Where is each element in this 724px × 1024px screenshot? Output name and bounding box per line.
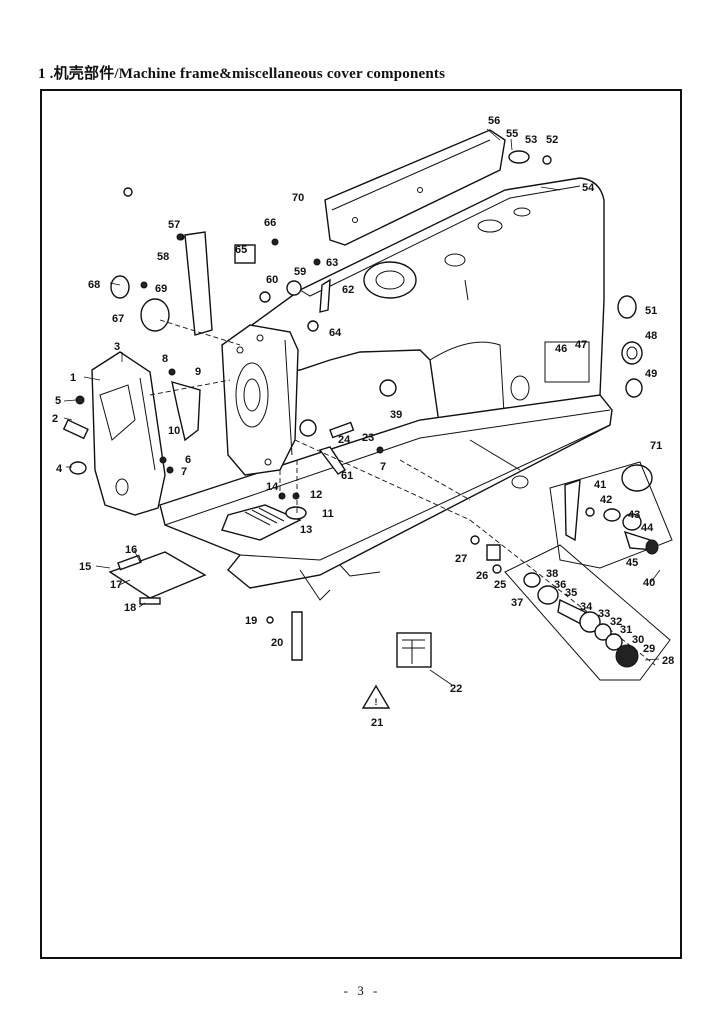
- callout-35: 35: [565, 587, 577, 599]
- callout-leaders: [63, 128, 661, 686]
- callout-25: 25: [494, 579, 506, 591]
- oil-window: [363, 261, 417, 299]
- callout-10: 10: [168, 425, 180, 437]
- callout-22: 22: [450, 683, 462, 695]
- callout-39: 39: [390, 409, 402, 421]
- warning-triangle-icon: !: [361, 684, 391, 709]
- callout-47: 47: [575, 339, 587, 351]
- callout-62: 62: [342, 284, 354, 296]
- callout-65: 65: [235, 244, 247, 256]
- face-plate: [91, 351, 166, 516]
- callout-66: 66: [264, 217, 276, 229]
- callout-54: 54: [582, 182, 595, 194]
- diagram-frame: [40, 89, 682, 959]
- callout-19: 19: [245, 615, 257, 627]
- misc-small-parts: [62, 150, 552, 661]
- callout-53: 53: [525, 134, 537, 146]
- exploded-parts-diagram: ! 1 3 2 5 4 6 7 7 8: [52, 115, 674, 729]
- bobbin-winder-parts: [110, 231, 213, 336]
- callout-34: 34: [580, 601, 593, 613]
- callout-27: 27: [455, 553, 467, 565]
- callout-40: 40: [643, 577, 655, 589]
- callout-20: 20: [271, 637, 283, 649]
- callout-32: 32: [610, 616, 622, 628]
- callout-29: 29: [643, 643, 655, 655]
- callout-2: 2: [52, 413, 58, 425]
- handwheel-side-parts: [617, 295, 653, 492]
- callout-68: 68: [88, 279, 100, 291]
- callout-60: 60: [266, 274, 278, 286]
- callout-37: 37: [511, 597, 523, 609]
- page-title: 1 .机壳部件/Machine frame&miscellaneous cove…: [38, 66, 446, 82]
- callout-63: 63: [326, 257, 338, 269]
- callout-1: 1: [70, 372, 76, 384]
- callout-8: 8: [162, 353, 168, 365]
- machine-arm-body: [244, 177, 605, 441]
- callout-30: 30: [632, 634, 644, 646]
- callout-46: 46: [555, 343, 567, 355]
- callout-43: 43: [628, 509, 640, 521]
- callout-48: 48: [645, 330, 657, 342]
- callout-42: 42: [600, 494, 612, 506]
- top-cover-plate: [324, 129, 506, 246]
- callout-17: 17: [110, 579, 122, 591]
- callout-52: 52: [546, 134, 558, 146]
- callout-13: 13: [300, 524, 312, 536]
- callout-23: 23: [362, 432, 374, 444]
- callout-16: 16: [125, 544, 137, 556]
- callout-9: 9: [195, 366, 201, 378]
- callout-11: 11: [322, 508, 334, 520]
- callout-18: 18: [124, 602, 136, 614]
- callout-14: 14: [266, 481, 279, 493]
- winder-assembly-group: [549, 461, 673, 569]
- callout-58: 58: [157, 251, 169, 263]
- label-card: [396, 632, 432, 668]
- callout-45: 45: [626, 557, 638, 569]
- callout-33: 33: [598, 608, 610, 620]
- callout-64: 64: [329, 327, 342, 339]
- callout-7-right: 7: [380, 461, 386, 473]
- callout-71: 71: [650, 440, 662, 452]
- callout-28: 28: [662, 655, 674, 667]
- callout-6: 6: [185, 454, 191, 466]
- callout-70: 70: [292, 192, 304, 204]
- callout-61: 61: [341, 470, 353, 482]
- callout-4: 4: [56, 463, 63, 475]
- assembly-lines: [149, 319, 471, 521]
- callout-26: 26: [476, 570, 488, 582]
- callout-3: 3: [114, 341, 120, 353]
- callout-57: 57: [168, 219, 180, 231]
- callout-12: 12: [310, 489, 322, 501]
- callout-69: 69: [155, 283, 167, 295]
- callout-15: 15: [79, 561, 91, 573]
- slide-plate: [108, 551, 207, 605]
- page-number: - 3 -: [343, 983, 381, 998]
- shaft-assembly-group: [469, 519, 671, 681]
- needle-plate: [221, 504, 307, 541]
- callout-21: 21: [371, 717, 383, 729]
- svg-text:!: !: [375, 697, 378, 707]
- callout-5: 5: [55, 395, 61, 407]
- callout-44: 44: [641, 522, 654, 534]
- callout-51: 51: [645, 305, 657, 317]
- callout-59: 59: [294, 266, 306, 278]
- callout-41: 41: [594, 479, 606, 491]
- callout-49: 49: [645, 368, 657, 380]
- callout-67: 67: [112, 313, 124, 325]
- callout-56: 56: [488, 115, 500, 127]
- callout-38: 38: [546, 568, 558, 580]
- head-casting: [221, 324, 299, 476]
- callout-55: 55: [506, 128, 518, 140]
- machine-bed: [159, 394, 613, 601]
- callout-labels: 1 3 2 5 4 6 7 7 8 9 10 11 12 13 14 15 16…: [52, 115, 674, 729]
- callout-31: 31: [620, 624, 632, 636]
- callout-24: 24: [338, 434, 351, 446]
- callout-7-left: 7: [181, 466, 187, 478]
- callout-36: 36: [554, 579, 566, 591]
